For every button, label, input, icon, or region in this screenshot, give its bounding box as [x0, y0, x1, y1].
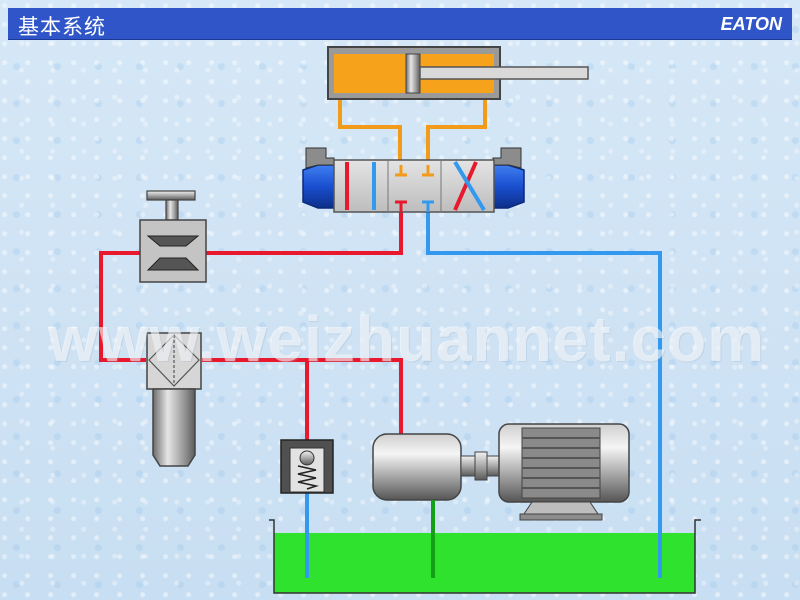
title-bar: 基本系统 EATON [8, 8, 792, 40]
return-lines [305, 200, 662, 578]
pump [372, 433, 500, 501]
relief-valve [139, 190, 207, 283]
left-solenoid-icon [302, 164, 337, 209]
directional-control-valve [302, 147, 525, 213]
check-valve [280, 439, 334, 494]
hydraulic-cylinder [327, 46, 589, 100]
reservoir [269, 519, 701, 594]
eaton-logo: EATON [720, 14, 782, 34]
pressure-lines [99, 198, 403, 443]
actuator-lines [338, 98, 487, 168]
slide-title: 基本系统 [18, 15, 106, 39]
right-solenoid-icon [491, 164, 525, 209]
watermark: www.weizhuannet.com [48, 303, 766, 375]
electric-motor [498, 423, 630, 521]
filter [146, 332, 202, 467]
